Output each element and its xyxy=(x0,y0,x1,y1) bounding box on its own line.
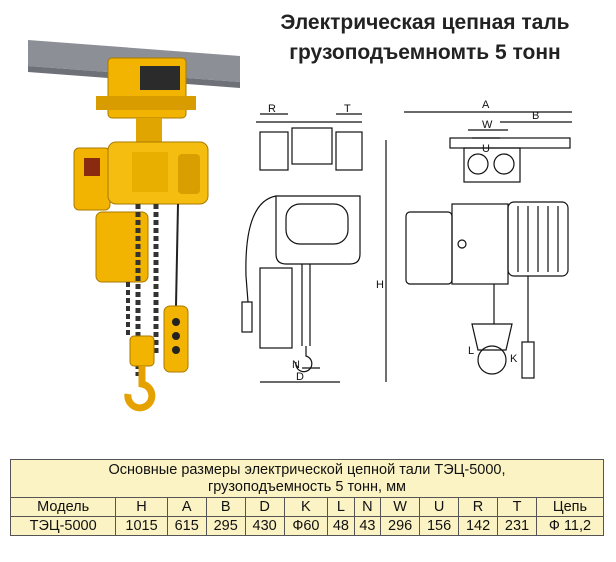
header-cell: B xyxy=(205,497,246,517)
label-w: W xyxy=(482,119,493,131)
header-cell: Модель xyxy=(9,497,117,517)
table-header-row: Модель H A B D K L N W U R T Цепь xyxy=(9,497,604,517)
hook xyxy=(124,366,156,412)
label-u: U xyxy=(482,143,490,155)
table-caption: Основные размеры электрической цепной та… xyxy=(10,459,604,498)
pendant-cable xyxy=(175,203,179,307)
table-cell: 1015 xyxy=(115,516,168,536)
table-cell: 43 xyxy=(353,516,382,536)
front-view xyxy=(241,113,363,383)
side-view xyxy=(385,111,572,382)
header-cell: L xyxy=(327,497,355,517)
table-cell: 142 xyxy=(458,516,499,536)
table-cell: 295 xyxy=(205,516,246,536)
page-title: Электрическая цепная таль грузоподъемном… xyxy=(240,8,610,68)
dimensions-table: Основные размеры электрической цепной та… xyxy=(9,459,604,536)
header-cell: T xyxy=(497,497,537,517)
table-cell: 430 xyxy=(244,516,285,536)
header-cell: A xyxy=(166,497,207,517)
label-b: B xyxy=(532,110,539,122)
label-d: D xyxy=(296,371,304,383)
table-cell: 231 xyxy=(497,516,537,536)
header-cell: R xyxy=(458,497,499,517)
hook-block xyxy=(129,335,155,367)
table-cell: 615 xyxy=(166,516,207,536)
table-caption-line-1: Основные размеры электрической цепной та… xyxy=(108,462,506,478)
header-cell: K xyxy=(283,497,329,517)
header-cell: Цепь xyxy=(536,497,604,517)
label-a: A xyxy=(482,99,490,111)
motor-cover xyxy=(73,147,111,211)
label-t: T xyxy=(344,103,351,115)
table-cell: 48 xyxy=(327,516,355,536)
header-cell: N xyxy=(353,497,382,517)
table-cell: Ф 11,2 xyxy=(536,516,604,536)
table-cell: ТЭЦ-5000 xyxy=(9,516,117,536)
header-cell: H xyxy=(115,497,168,517)
label-n: N xyxy=(292,359,300,371)
front-view-labels: R T N D xyxy=(268,103,351,383)
table-row: ТЭЦ-5000 1015 615 295 430 Ф60 48 43 296 … xyxy=(9,516,604,536)
label-l: L xyxy=(468,345,474,357)
table-caption-line-2: грузоподъемность 5 тонн, мм xyxy=(207,479,406,495)
hoist-photo xyxy=(28,40,240,412)
technical-drawing: R T N D A B W U xyxy=(241,99,572,383)
table-cell: 296 xyxy=(380,516,421,536)
label-h: H xyxy=(376,279,384,291)
header-cell: D xyxy=(244,497,285,517)
title-line-1: Электрическая цепная таль xyxy=(280,11,570,34)
header-cell: W xyxy=(380,497,421,517)
title-line-2: грузоподъемномть 5 тонн xyxy=(289,41,561,64)
table-cell: 156 xyxy=(419,516,460,536)
side-view-labels: A B W U H L K xyxy=(376,99,539,365)
header-cell: U xyxy=(419,497,460,517)
label-k: K xyxy=(510,353,518,365)
label-r: R xyxy=(268,103,276,115)
chain-container xyxy=(95,211,149,283)
table-cell: Ф60 xyxy=(283,516,329,536)
